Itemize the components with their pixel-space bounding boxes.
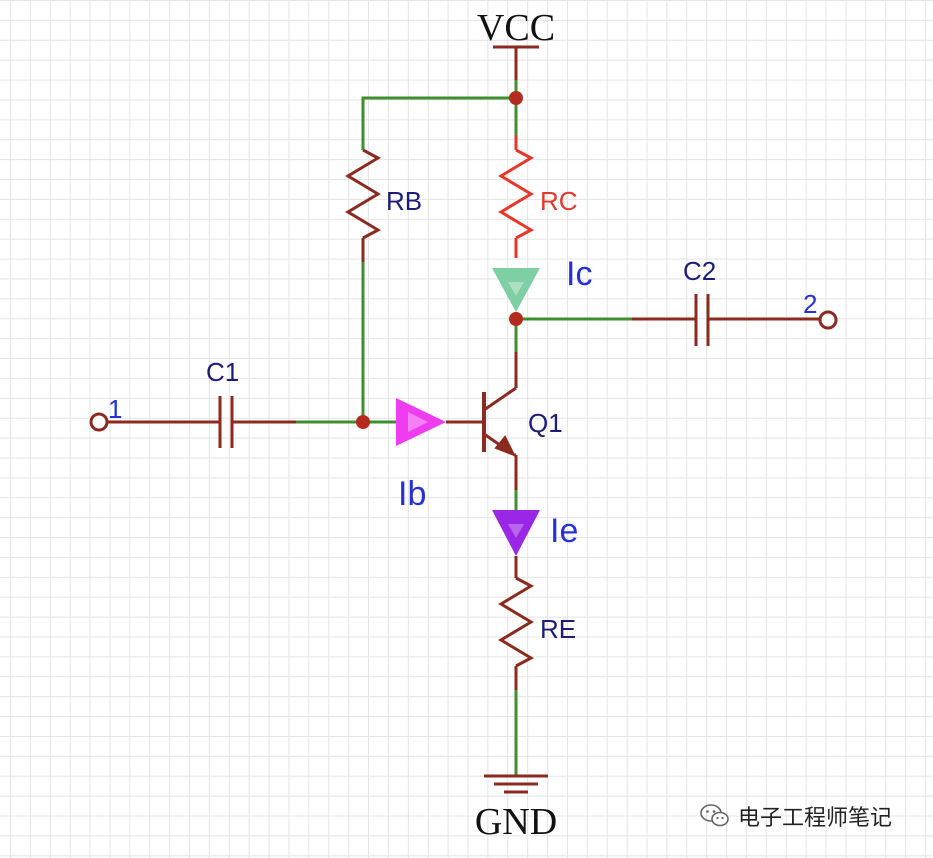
junction-vcc [509,91,523,105]
watermark-text: 电子工程师笔记 [738,806,893,831]
q1-npn-transistor [446,352,518,490]
re-resistor [498,556,535,690]
gnd-label: GND [475,801,557,843]
watermark: 电子工程师笔记 [700,800,892,832]
rc-resistor [498,135,535,258]
ie-current-arrow [492,510,540,556]
junction-base [356,415,370,429]
pin-1-label: 1 [108,394,122,424]
c2-label: C2 [683,256,716,286]
re-label: RE [540,614,576,644]
output-terminal-2[interactable] [818,310,838,330]
pin-2-label: 2 [803,289,817,319]
junction-collector [509,312,523,326]
ic-label: Ic [566,255,592,293]
wechat-icon [700,804,729,827]
vcc-label: VCC [477,7,555,49]
rb-label: RB [386,186,422,216]
rc-label: RC [540,186,578,216]
c2-capacitor [632,294,820,346]
c1-label: C1 [206,357,239,387]
ic-current-arrow [492,268,540,312]
ib-current-arrow [396,398,446,446]
q1-label: Q1 [528,408,563,438]
top-rail-wire [361,80,518,150]
input-terminal-1[interactable] [89,412,109,432]
c1-capacitor [107,396,296,448]
vcc-terminal [493,45,539,80]
rb-resistor [345,148,382,262]
ie-label: Ie [550,512,578,550]
ib-label: Ib [398,475,426,513]
ground-symbol [484,774,548,794]
